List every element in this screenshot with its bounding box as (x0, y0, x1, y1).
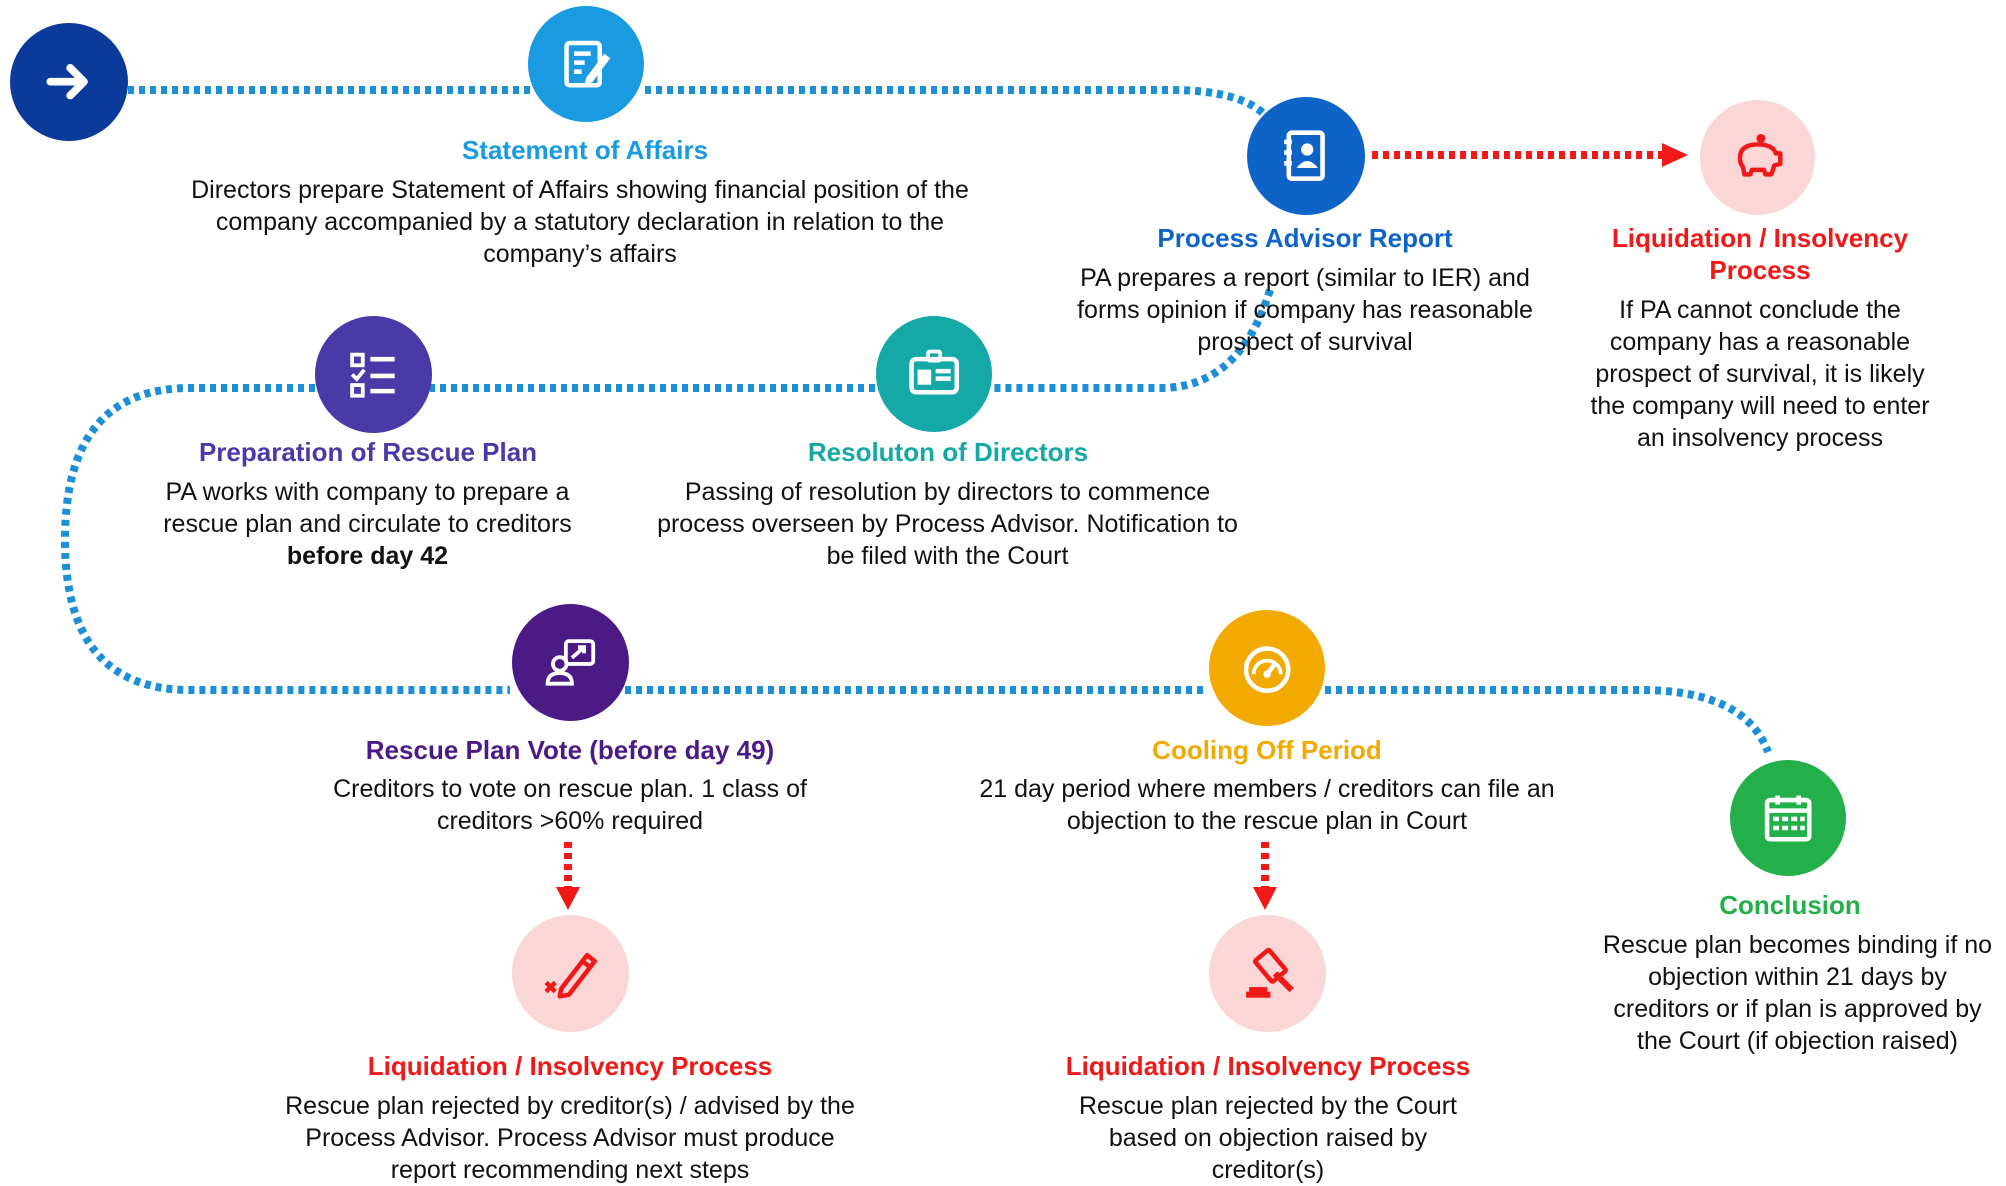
statement-title: Statement of Affairs (461, 135, 709, 165)
pa-report-node (1247, 97, 1365, 215)
conclusion-node (1730, 760, 1846, 876)
start-node (10, 23, 128, 141)
liquidation-top-node (1700, 100, 1815, 215)
statement-desc: Directors prepare Statement of Affairs s… (191, 176, 969, 268)
liquidation-court-desc: Rescue plan rejected by the Court based … (1079, 1092, 1457, 1184)
id-badge-icon (909, 349, 959, 395)
arrowhead-right (1662, 143, 1688, 167)
cooling-desc: 21 day period where members / creditors … (979, 775, 1555, 835)
conclusion-title: Conclusion (1719, 890, 1861, 920)
checklist-icon (350, 352, 395, 398)
edit-document-icon (564, 40, 611, 88)
liquidation-court-node (1209, 915, 1326, 1032)
presenter-chart-icon (545, 639, 596, 686)
rescue-prep-title: Preparation of Rescue Plan (198, 437, 538, 467)
arrowhead-down-vote (556, 887, 580, 910)
resolution-title: Resoluton of Directors (807, 437, 1089, 467)
resolution-node (876, 316, 992, 432)
address-book-icon (1284, 130, 1326, 182)
statement-node (528, 6, 644, 122)
liquidation-vote-title: Liquidation / Insolvency Process (367, 1051, 773, 1081)
vote-desc: Creditors to vote on rescue plan. 1 clas… (333, 775, 807, 835)
pa-report-desc: PA prepares a report (similar to IER) an… (1077, 264, 1533, 356)
liquidation-vote-desc: Rescue plan rejected by creditor(s) / ad… (285, 1092, 855, 1184)
arrow-right-icon (46, 64, 89, 100)
calendar-icon (1764, 795, 1812, 842)
path-pa-to-resolution (990, 288, 1274, 392)
rescue-prep-deadline: before day 42 (286, 542, 449, 570)
cooling-title: Cooling Off Period (1152, 735, 1382, 765)
piggy-bank-icon (1737, 133, 1783, 177)
vote-node (512, 604, 629, 721)
arrowhead-down-court (1253, 887, 1277, 910)
resolution-desc: Passing of resolution by directors to co… (657, 478, 1238, 570)
liquidation-vote-node (512, 915, 629, 1032)
liquidation-top-desc: If PA cannot conclude the company has a … (1590, 296, 1930, 452)
pa-report-title: Process Advisor Report (1157, 223, 1453, 253)
rescue-prep-desc: PA works with company to prepare a rescu… (163, 478, 572, 570)
pen-cross-icon (544, 952, 598, 999)
gavel-icon (1246, 947, 1294, 998)
speedometer-icon (1243, 646, 1291, 693)
liquidation-court-title: Liquidation / Insolvency Process (1065, 1051, 1471, 1081)
conclusion-desc: Rescue plan becomes binding if no object… (1602, 931, 1993, 1055)
liquidation-top-title: Liquidation / Insolvency Process (1611, 223, 1909, 285)
rescue-prep-node (315, 316, 432, 433)
vote-title: Rescue Plan Vote (before day 49) (365, 735, 775, 765)
cooling-node (1209, 610, 1325, 726)
path-statement-to-pa (645, 86, 1268, 118)
